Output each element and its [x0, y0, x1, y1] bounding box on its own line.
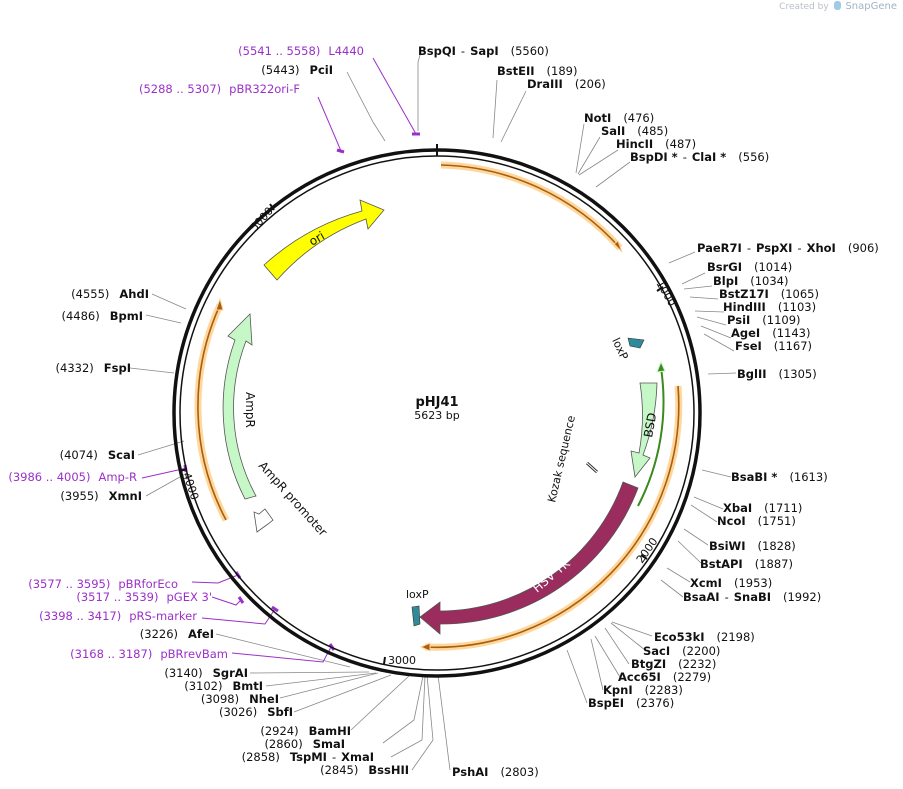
- site-labels: BspQI-SapI(5560) BstEII(189) DraIII(206)…: [56, 44, 879, 779]
- primer-label: (3398 .. 3417)pRS-marker: [39, 609, 197, 623]
- snapgene-logo-icon: [833, 1, 841, 10]
- site-label: BsaBI *(1613): [731, 470, 828, 484]
- site-label: (3226)AfeI: [140, 627, 214, 641]
- site-label: Eco53kI(2198): [654, 630, 755, 644]
- site-label: (5443)PciI: [261, 63, 333, 77]
- orf-arrowheads: [215, 240, 666, 652]
- primer-label: (3517 .. 3539)pGEX 3': [76, 590, 212, 604]
- primer-label: (5541 .. 5558)L4440: [238, 44, 364, 58]
- site-label: BsaAI-SnaBI(1992): [683, 590, 821, 604]
- site-label: BglII(1305): [737, 367, 817, 381]
- ampr-feature: [222, 313, 257, 500]
- credit-brand: SnapGene: [845, 1, 897, 12]
- primer-label: (3577 .. 3595)pBRforEco: [28, 577, 178, 591]
- site-label: DraIII(206): [527, 77, 606, 91]
- primer-lines: [141, 57, 417, 663]
- tick-labels: 1000 2000 3000 4000 5000: [180, 205, 679, 667]
- site-label: Acc65I(2279): [618, 670, 711, 684]
- plasmid-size: 5623 bp: [414, 409, 459, 422]
- primer-labels: (5541 .. 5558)L4440 (5288 .. 5307)pBR322…: [8, 44, 364, 661]
- ampr-label: AmpR: [243, 392, 257, 428]
- site-label: BsiWI(1828): [709, 539, 796, 553]
- snapgene-credit: Created by SnapGene: [779, 1, 897, 12]
- tick-marks: [179, 144, 664, 665]
- loxp-bottom-feature: [411, 605, 421, 627]
- site-label: BstZ17I(1065): [719, 287, 819, 301]
- site-label: KpnI(2283): [603, 683, 683, 697]
- site-label: HincII(487): [616, 137, 696, 151]
- site-label: (4074)ScaI: [60, 448, 135, 462]
- site-label: NcoI(1751): [717, 514, 796, 528]
- leader-lines: [129, 54, 737, 771]
- ampr-promoter-label: AmpR promoter: [256, 459, 330, 539]
- credit-prefix: Created by: [779, 2, 829, 12]
- site-label: (2860)SmaI: [264, 737, 345, 751]
- bsd-label: BSD: [641, 412, 659, 439]
- site-label: PshAI(2803): [452, 765, 539, 779]
- site-label: (3098)NheI: [201, 692, 279, 706]
- hsvtk-feature: [419, 481, 639, 635]
- site-label: (3955)XmnI: [60, 489, 142, 503]
- site-label: (3140)SgrAI: [164, 666, 248, 680]
- site-label: XcmI(1953): [690, 576, 772, 590]
- site-label: (4555)AhdI: [71, 287, 149, 301]
- site-label: (3026)SbfI: [219, 705, 293, 719]
- loxp-bottom-label: loxP: [406, 588, 429, 601]
- site-label: BspEI(2376): [588, 696, 674, 710]
- site-label: BspQI-SapI(5560): [418, 44, 549, 58]
- site-label: HindIII(1103): [723, 300, 816, 314]
- site-label: (4486)BpmI: [61, 309, 143, 323]
- tick-label-1000: 1000: [653, 278, 678, 309]
- ampr-promoter-feature: [253, 508, 274, 533]
- site-label: BtgZI(2232): [631, 657, 716, 671]
- site-label: NotI(476): [584, 111, 654, 125]
- loxp-right-feature: [627, 337, 645, 349]
- tick-label-3000: 3000: [388, 654, 416, 667]
- site-label: SacI(2200): [643, 644, 720, 658]
- site-label: FseI(1167): [735, 339, 812, 353]
- site-label: (3102)BmtI: [184, 679, 263, 693]
- site-label: (2924)BamHI: [260, 724, 351, 738]
- site-label: XbaI(1711): [723, 501, 802, 515]
- site-label: AgeI(1143): [731, 326, 810, 340]
- loxp-right-label: loxP: [609, 336, 630, 362]
- site-label: BspDI *-ClaI *(556): [630, 150, 769, 164]
- site-label: (4332)FspI: [56, 361, 131, 375]
- site-label: (2845)BssHII: [320, 763, 409, 777]
- orf-arcs: [194, 161, 683, 651]
- plasmid-name: pHJ41: [415, 395, 458, 410]
- bsd-feature: [630, 382, 658, 478]
- site-label: BlpI(1034): [713, 274, 788, 288]
- site-label: BsrGI(1014): [707, 260, 792, 274]
- site-label: BstAPI(1887): [700, 557, 793, 571]
- site-label: BstEII(189): [497, 64, 577, 78]
- kozak-label: Kozak sequence: [545, 414, 578, 504]
- primer-label: (3168 .. 3187)pBRrevBam: [70, 647, 228, 661]
- site-label: PsiI(1109): [727, 313, 801, 327]
- ori-feature: [263, 199, 385, 281]
- primer-marks: [183, 132, 420, 651]
- primer-label: (5288 .. 5307)pBR322ori-F: [139, 82, 300, 96]
- site-label: PaeR7I-PspXI-XhoI(906): [697, 241, 879, 255]
- site-label: SalI(485): [601, 124, 668, 138]
- primer-label: (3986 .. 4005)Amp-R: [8, 470, 137, 484]
- ori-label: ori: [307, 229, 328, 249]
- site-label: (2858)TspMI-XmaI: [242, 750, 374, 764]
